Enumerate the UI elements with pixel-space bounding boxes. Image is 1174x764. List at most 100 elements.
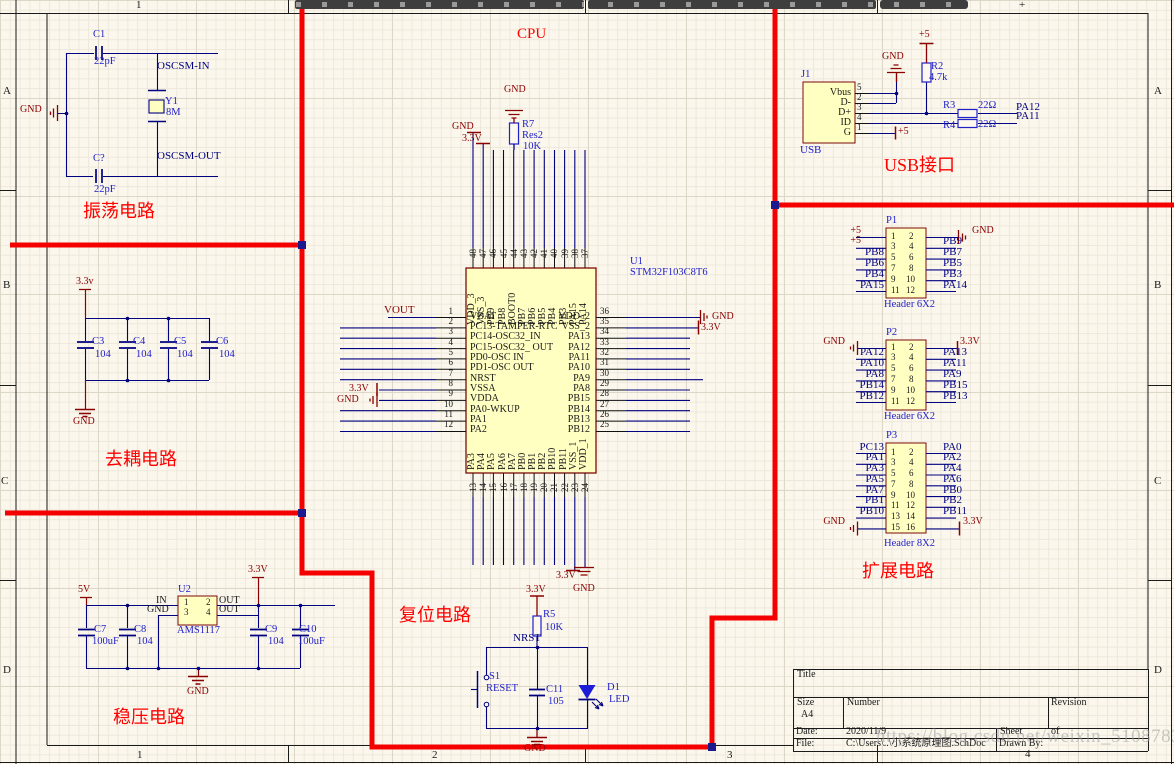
- divider-junction-dots: [298, 201, 779, 751]
- cpu-right-name-PB14: PB14: [567, 403, 590, 415]
- cpu-bottom-num-15: 15: [488, 483, 499, 492]
- cpu-left-num-1: 1: [448, 305, 454, 316]
- p3-left-net-PA7: PA7: [865, 483, 884, 496]
- cpu-left-3v3: 3.3V: [349, 383, 369, 394]
- p2-right-net-PA11: PA11: [943, 357, 967, 370]
- p1-num-9: 9: [891, 273, 896, 284]
- u2-pin-out2: OUT: [219, 604, 240, 615]
- cpu-left-num-5: 5: [448, 346, 454, 357]
- decoupling-wires: [77, 317, 218, 382]
- cpu-bottom-num-21: 21: [549, 483, 560, 492]
- zone-c-right: C: [1154, 475, 1162, 487]
- cpu-right-name-VSS_2: VSS_2: [561, 320, 590, 332]
- p3-num-11: 11: [891, 500, 900, 511]
- c8-ref: C8: [134, 624, 147, 635]
- p2-body[interactable]: [885, 339, 927, 411]
- c4-ref: C4: [133, 336, 146, 347]
- cpu-top-num-46: 46: [488, 249, 499, 258]
- s1-contact-bottom: [483, 701, 490, 708]
- cpu-right-name-PA8: PA8: [573, 383, 590, 395]
- cpu-right-name-PB13: PB13: [567, 414, 590, 426]
- cpu-right-name-PB15: PB15: [567, 393, 590, 405]
- p1-left-net-PB4: PB4: [865, 267, 884, 280]
- d1-led-triangle[interactable]: [578, 685, 596, 699]
- oscillator-gnd-symbol: [49, 105, 59, 121]
- p3-num-3: 3: [891, 457, 896, 468]
- cpu-top-num-42: 42: [529, 249, 540, 258]
- osc-block-title: 振荡电路: [83, 201, 155, 221]
- j1-pin-name-Vbus: Vbus: [829, 86, 851, 98]
- cpu-top-num-48: 48: [468, 249, 478, 258]
- j1-pin-name-G: G: [843, 126, 851, 138]
- zone-c-left: C: [1, 475, 9, 487]
- p3-left-net-PB10: PB10: [859, 505, 884, 518]
- p2-right-net-PB15: PB15: [943, 378, 968, 391]
- titleblock-drawn-label: Drawn By:: [999, 738, 1044, 749]
- cpu-left-num-9: 9: [448, 388, 454, 399]
- reset-3v3: 3.3V: [526, 584, 546, 595]
- p3-body[interactable]: [885, 442, 927, 534]
- p1-left-net-+5: +5: [850, 235, 861, 247]
- d1-ref: D1: [607, 682, 620, 693]
- p3-right-net-PB0: PB0: [943, 483, 962, 496]
- cpu-bottom-num-23: 23: [569, 483, 580, 492]
- cpu-top-num-37: 37: [579, 249, 590, 258]
- c5-ref: C5: [174, 336, 187, 347]
- top-scrollbar[interactable]: [295, 0, 968, 9]
- zone-3-bottom: 3: [727, 749, 733, 761]
- p1-body[interactable]: [885, 227, 927, 299]
- zone-1-top: 1: [136, 0, 142, 11]
- p1-num-4: 4: [909, 241, 914, 252]
- c5-value: 104: [177, 349, 193, 360]
- titleblock-date-value: 2020/11/9: [846, 726, 887, 737]
- u2-pin-out1: OUT: [219, 595, 240, 606]
- p2-num-2: 2: [909, 341, 914, 352]
- net-pa12: PA12: [1016, 101, 1041, 113]
- u2-body[interactable]: [177, 595, 218, 626]
- cpu-right-name-PB12: PB12: [567, 424, 590, 436]
- cpu-body[interactable]: [465, 267, 597, 474]
- r7-ref: R7: [522, 119, 535, 130]
- p1-right-net-PB7: PB7: [943, 246, 962, 259]
- zone-1-bottom: 1: [137, 749, 143, 761]
- cpu-right-name-VDD_2: VDD_2: [558, 310, 590, 322]
- j1-pin-num-2: 2: [857, 91, 862, 102]
- titleblock-of-label: of: [1051, 726, 1060, 737]
- p2-num-12: 12: [906, 395, 915, 406]
- dec-gnd: GND: [73, 416, 95, 427]
- u2-pin-in: IN: [156, 595, 167, 606]
- p3-type: Header 8X2: [884, 537, 936, 549]
- c9-ref: C9: [265, 624, 278, 635]
- reg-5v: 5V: [78, 584, 91, 595]
- j1-pin-num-5: 5: [857, 81, 862, 92]
- d1-value: LED: [609, 694, 630, 705]
- p2-num-4: 4: [909, 352, 914, 363]
- p2-left-net-PA12: PA12: [859, 346, 884, 359]
- c2-value: 22pF: [94, 184, 116, 195]
- r7-gnd: GND: [504, 84, 526, 95]
- p3-left-net-GND: GND: [823, 515, 845, 527]
- cpu-pins-black: [436, 248, 626, 497]
- cpu-bottom-num-16: 16: [498, 483, 509, 492]
- cpu-right-num-36: 36: [600, 305, 609, 316]
- j1-pin-num-1: 1: [857, 121, 862, 132]
- j1-body[interactable]: [802, 81, 856, 144]
- p3-num-6: 6: [909, 468, 914, 479]
- j1-ref: J1: [801, 69, 811, 80]
- c6-value: 104: [219, 349, 235, 360]
- usb-footprint: USB: [800, 144, 822, 156]
- cpu-right-num-34: 34: [600, 326, 609, 337]
- r3-body[interactable]: [957, 108, 978, 119]
- titleblock-date-label: Date:: [796, 726, 818, 737]
- cpu-left-name-PD1-OSC OUT: PD1-OSC OUT: [470, 362, 534, 374]
- usb-plus5-g: +5: [898, 126, 909, 137]
- c7-value: 100uF: [92, 636, 119, 647]
- p2-num-8: 8: [909, 373, 914, 384]
- p2-right-net-PA9: PA9: [943, 367, 962, 380]
- cpu-left-num-6: 6: [448, 357, 454, 368]
- r7-body[interactable]: [508, 122, 520, 145]
- r4-body[interactable]: [957, 118, 978, 129]
- c1-value: 22pF: [94, 56, 116, 67]
